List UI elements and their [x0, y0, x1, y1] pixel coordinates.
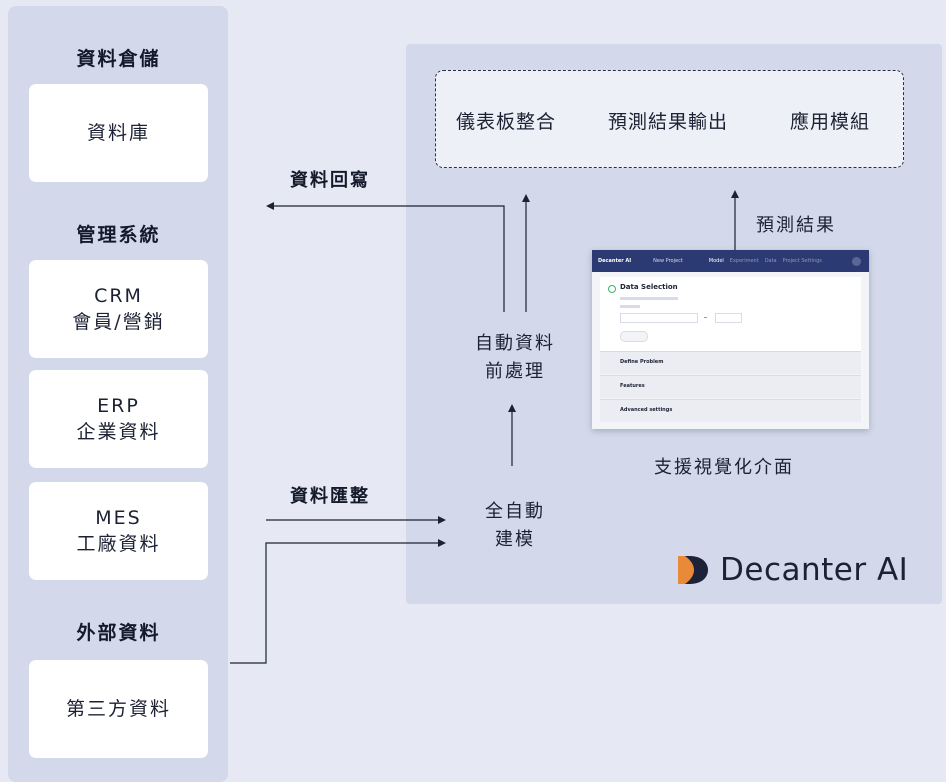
card-line: 資料庫	[86, 122, 150, 144]
row-label: Define Problem	[620, 359, 664, 365]
output-prediction-export: 預測結果輸出	[608, 111, 729, 133]
app-nav-tab: Project Settings	[782, 258, 822, 264]
integration-label: 資料匯整	[290, 486, 370, 507]
brand-name: Decanter AI	[720, 552, 909, 588]
advanced-settings-row[interactable]: Advanced settings	[600, 399, 861, 422]
card-line: 會員/營銷	[72, 311, 165, 333]
section-title-data-warehouse: 資料倉儲	[76, 48, 161, 70]
writeback-arrow	[266, 202, 505, 312]
row-label: Features	[620, 383, 645, 389]
define-problem-row[interactable]: Define Problem	[600, 351, 861, 374]
automodel-label: 全自動 建模	[470, 498, 560, 554]
output-app-module: 應用模組	[790, 111, 871, 133]
app-nav-tab: Experiment	[729, 258, 759, 264]
card-line: MES	[95, 507, 142, 529]
app-nav-brand: Decanter AI	[598, 258, 632, 264]
preprocess-line: 自動資料	[475, 333, 555, 354]
decanter-logo-icon	[678, 556, 708, 584]
card-database: 資料庫	[29, 84, 208, 182]
card-third-party: 第三方資料	[29, 660, 208, 758]
placeholder-line	[620, 297, 678, 300]
small-input[interactable]	[715, 313, 742, 323]
check-circle-icon	[608, 285, 616, 293]
row-label: Advanced settings	[620, 407, 673, 413]
automodel-line: 全自動	[485, 501, 545, 522]
decanter-brand: Decanter AI	[676, 552, 909, 588]
app-navbar: Decanter AI New Project Model Experiment…	[592, 250, 869, 272]
card-erp: ERP 企業資料	[29, 370, 208, 468]
card-line: 第三方資料	[65, 698, 171, 720]
section-title-external-data: 外部資料	[76, 622, 161, 644]
features-row[interactable]: Features	[600, 375, 861, 398]
next-button[interactable]	[620, 331, 648, 342]
card-mes: MES 工廠資料	[29, 482, 208, 580]
prediction-label: 預測結果	[756, 215, 836, 236]
app-nav-avatar	[852, 256, 861, 266]
data-selection-title: Data Selection	[620, 283, 678, 291]
automodel-line: 建模	[495, 529, 535, 550]
preprocess-label: 自動資料 前處理	[470, 330, 560, 386]
output-dashboard: 儀表板整合	[456, 111, 557, 133]
card-line: 工廠資料	[76, 533, 161, 555]
card-line: 企業資料	[76, 421, 161, 443]
outputs-box: 儀表板整合 預測結果輸出 應用模組	[435, 70, 904, 168]
separator-mark	[704, 317, 707, 318]
select-box[interactable]	[620, 313, 698, 323]
app-nav-tab: Data	[764, 258, 777, 264]
external-data-arrow	[230, 539, 446, 664]
placeholder-line	[620, 305, 640, 308]
card-line: CRM	[94, 285, 143, 307]
app-screenshot: Decanter AI New Project Model Experiment…	[592, 250, 869, 429]
card-crm: CRM 會員/營銷	[29, 260, 208, 358]
app-nav-project: New Project	[653, 258, 683, 264]
visual-ui-label: 支援視覺化介面	[654, 457, 794, 478]
writeback-label: 資料回寫	[290, 170, 370, 191]
app-nav-tab: Model	[708, 258, 724, 264]
data-selection-card: Data Selection	[600, 277, 861, 351]
card-line: ERP	[97, 395, 140, 417]
section-title-management-systems: 管理系統	[76, 224, 161, 246]
preprocess-line: 前處理	[485, 361, 545, 382]
